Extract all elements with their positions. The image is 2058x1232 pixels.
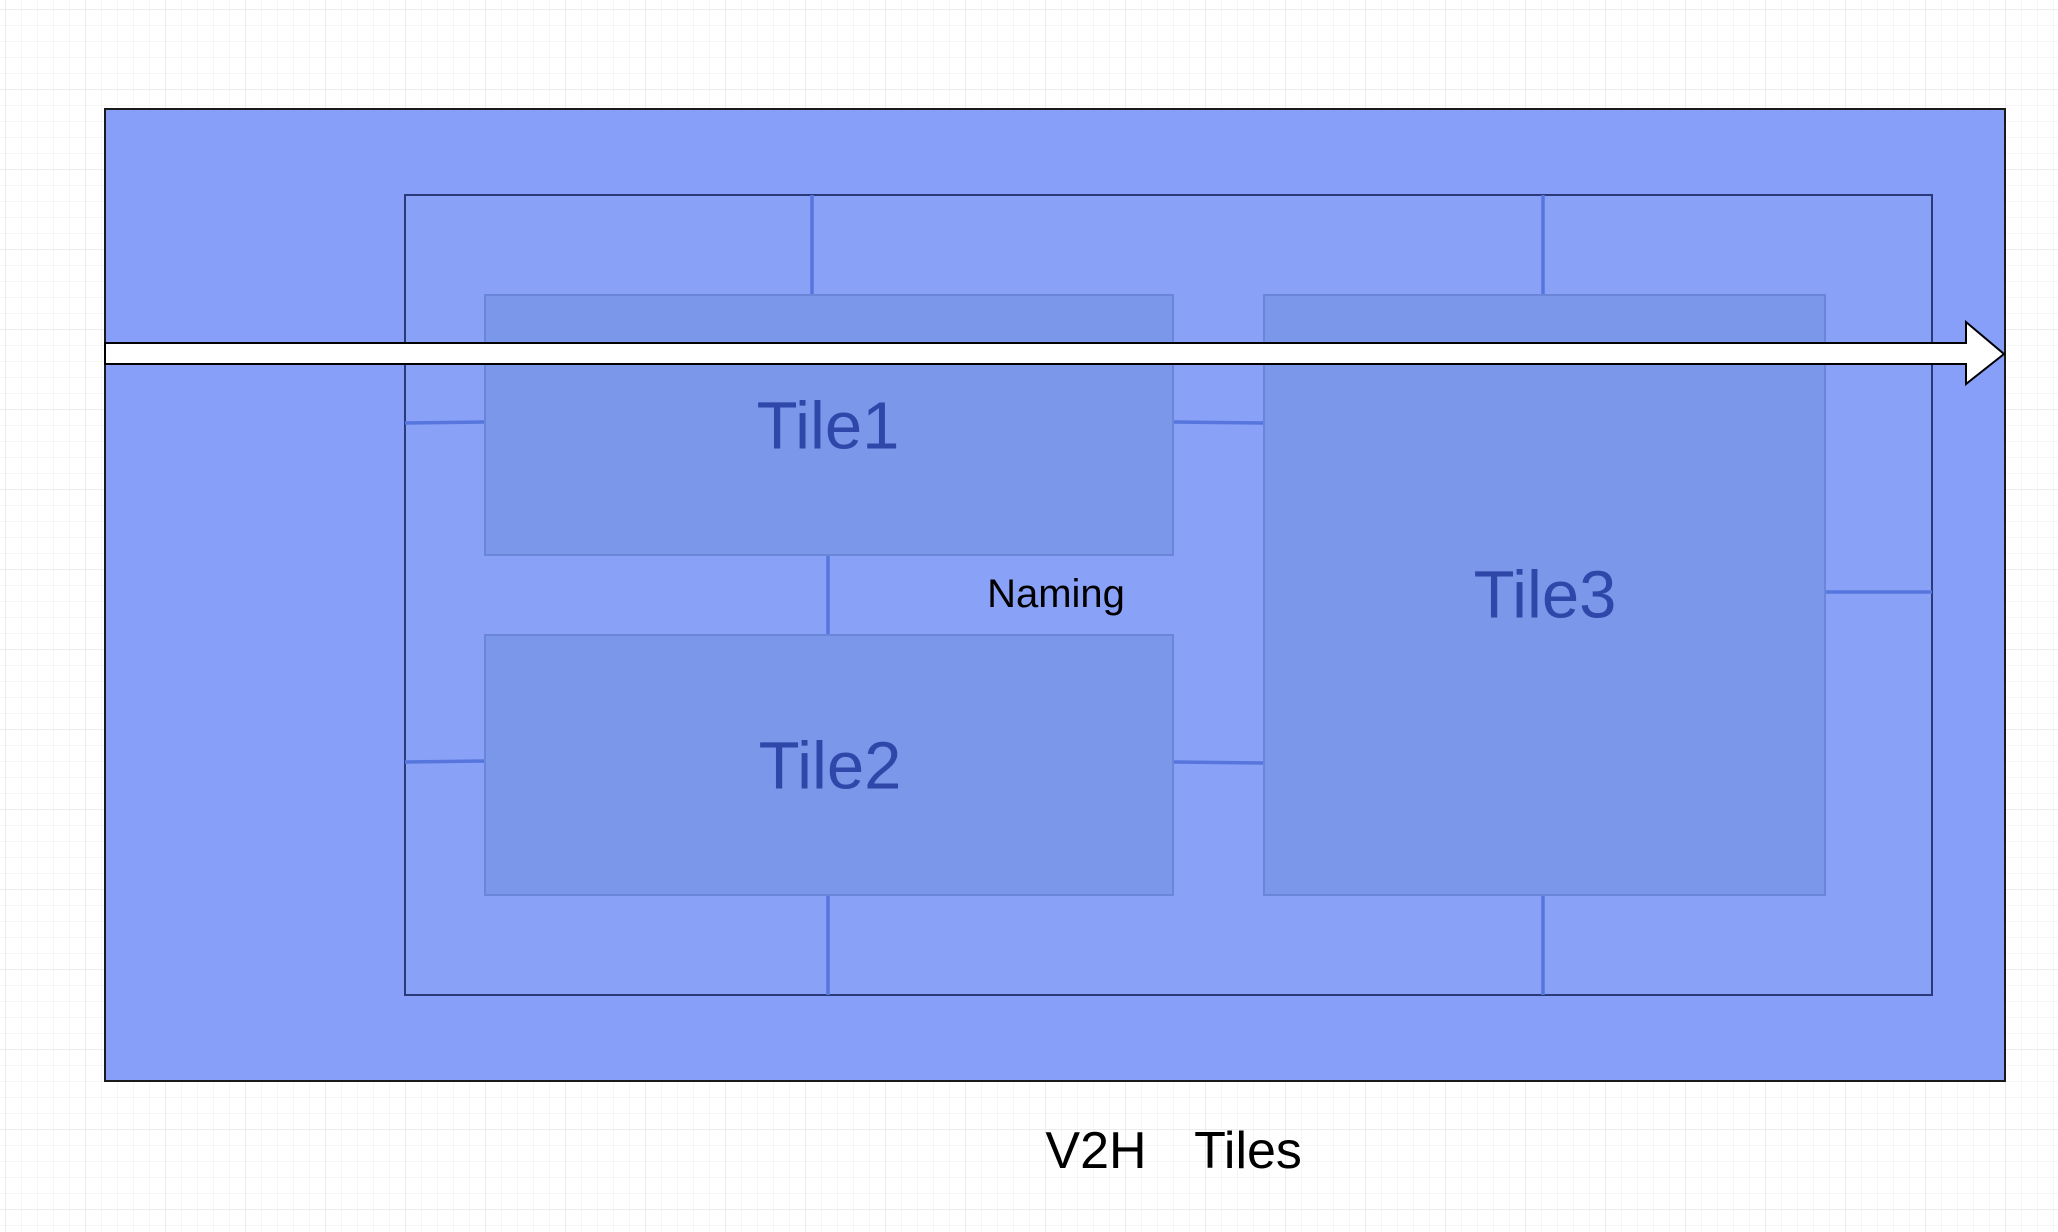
- tile1-label: Tile1: [756, 388, 900, 464]
- connector-tile2-right: [1172, 760, 1265, 765]
- tile1-box[interactable]: [484, 294, 1174, 556]
- connector-tile2-left: [404, 759, 486, 764]
- tile2-box[interactable]: [484, 634, 1174, 896]
- tile3-box[interactable]: [1263, 294, 1826, 896]
- connector-tile1-right: [1172, 420, 1265, 425]
- tile3-label: Tile3: [1473, 557, 1617, 633]
- connector-lines: [404, 195, 1932, 995]
- caption-v2h: V2H: [1045, 1122, 1147, 1180]
- flow-arrow[interactable]: [104, 319, 2006, 387]
- naming-label: Naming: [987, 572, 1125, 616]
- tile2-label: Tile2: [758, 728, 902, 804]
- connector-tile1-left: [404, 420, 486, 425]
- caption-tiles: Tiles: [1194, 1122, 1302, 1180]
